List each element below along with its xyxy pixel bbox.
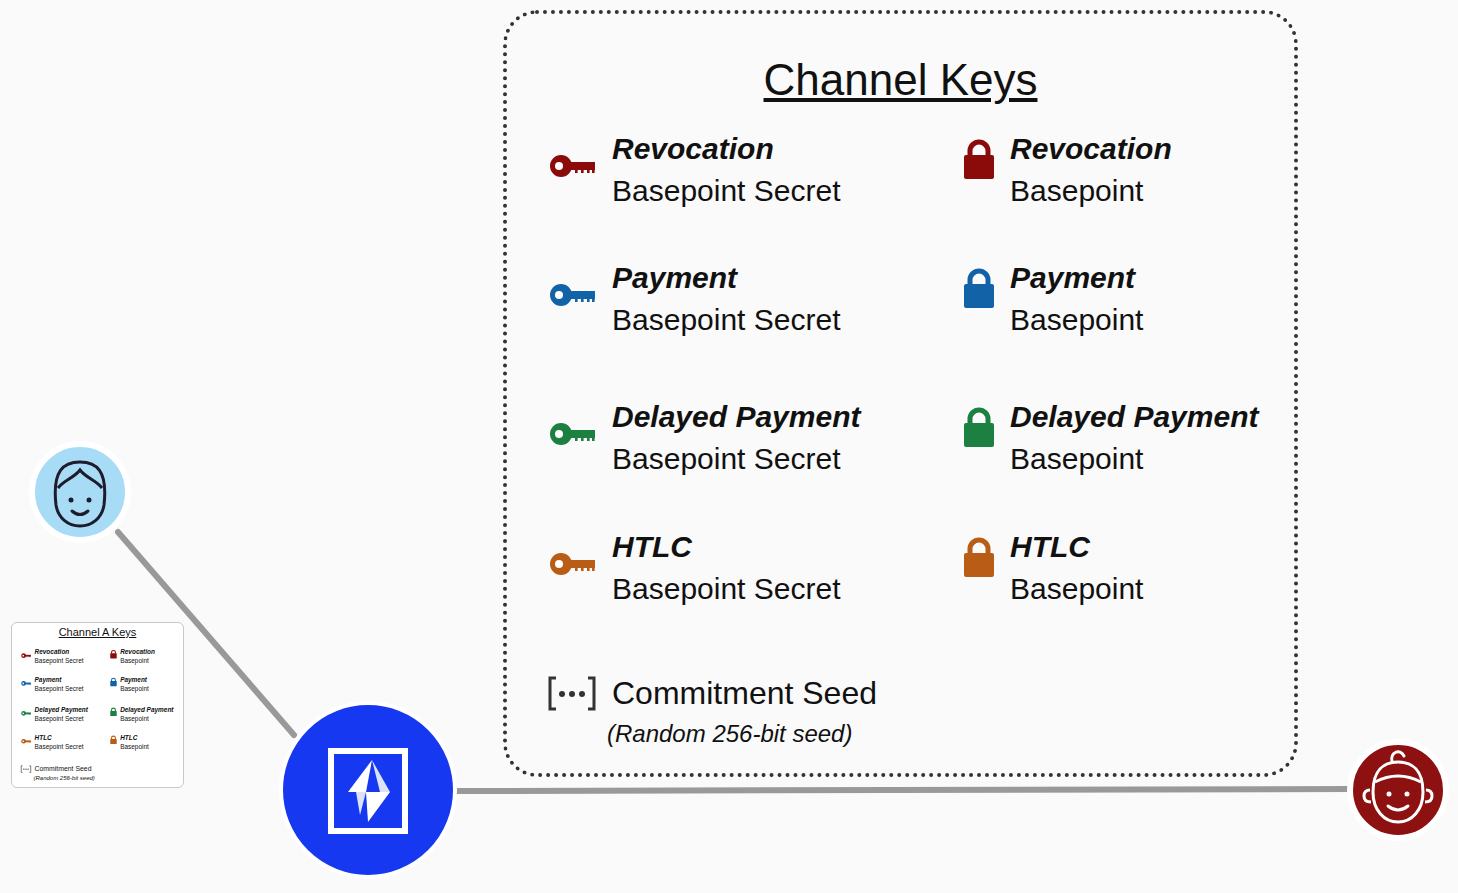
key-label: HTLC — [612, 529, 692, 565]
key-icon — [21, 739, 31, 744]
panel-heading: Channel Keys — [507, 54, 1294, 107]
lock-icon — [110, 708, 116, 716]
key-label: Basepoint — [120, 715, 149, 723]
key-label: Basepoint — [1010, 302, 1143, 338]
key-icons — [507, 14, 1302, 781]
key-label: Revocation — [612, 131, 774, 167]
key-icon — [21, 681, 31, 686]
lock-icon — [964, 271, 994, 308]
lock-icon — [110, 678, 116, 686]
lightning-node — [281, 703, 455, 877]
seed-label: Commitment Seed — [35, 765, 92, 773]
seed-icon — [21, 766, 30, 773]
key-label: HTLC — [120, 734, 137, 742]
panel-heading: Channel A Keys — [12, 626, 183, 639]
channel-line — [455, 789, 1352, 791]
key-label: Payment — [35, 676, 62, 684]
key-label: Payment — [612, 260, 737, 296]
key-icon — [21, 653, 31, 658]
key-label: Delayed Payment — [612, 399, 860, 435]
key-label: Delayed Payment — [1010, 399, 1258, 435]
key-label: Basepoint Secret — [35, 685, 84, 693]
key-label: Basepoint Secret — [35, 657, 84, 665]
key-label: Basepoint — [1010, 571, 1143, 607]
lock-icon — [964, 142, 994, 179]
key-label: Delayed Payment — [120, 706, 173, 714]
keys-panel: Channel KeysRevocationBasepoint Secret Re… — [503, 10, 1298, 777]
key-label: Delayed Payment — [35, 706, 88, 714]
key-label: Basepoint Secret — [612, 173, 840, 209]
key-label: Revocation — [120, 648, 155, 656]
key-label: Basepoint Secret — [35, 743, 84, 751]
key-label: Basepoint Secret — [612, 441, 840, 477]
key-label: Basepoint Secret — [612, 302, 840, 338]
seed-label: Commitment Seed — [612, 674, 877, 712]
key-label: HTLC — [1010, 529, 1090, 565]
key-icon — [550, 155, 595, 177]
seed-label: (Random 256-bit seed) — [34, 775, 95, 782]
peer-avatar — [1350, 742, 1446, 838]
key-label: Revocation — [35, 648, 70, 656]
user-avatar — [32, 444, 128, 540]
key-icon — [550, 284, 595, 306]
lock-icon — [964, 410, 994, 447]
key-label: Basepoint Secret — [612, 571, 840, 607]
keys-thumbnail: Channel A KeysRevocationBasepoint Secret… — [11, 622, 184, 788]
seed-label: (Random 256-bit seed) — [607, 720, 852, 749]
key-label: Basepoint Secret — [35, 715, 84, 723]
lock-icon — [964, 540, 994, 577]
key-label: Basepoint — [1010, 441, 1143, 477]
key-icon — [550, 423, 595, 445]
key-label: Payment — [1010, 260, 1135, 296]
key-icon — [550, 553, 595, 575]
key-label: Basepoint — [120, 685, 149, 693]
key-label: Payment — [120, 676, 147, 684]
key-label: Basepoint — [1010, 173, 1143, 209]
key-label: Basepoint — [120, 657, 149, 665]
key-label: Revocation — [1010, 131, 1172, 167]
lock-icon — [110, 651, 116, 659]
key-label: HTLC — [35, 734, 52, 742]
lock-icon — [110, 736, 116, 744]
seed-icon — [550, 678, 594, 709]
key-icon — [21, 711, 31, 716]
key-label: Basepoint — [120, 743, 149, 751]
